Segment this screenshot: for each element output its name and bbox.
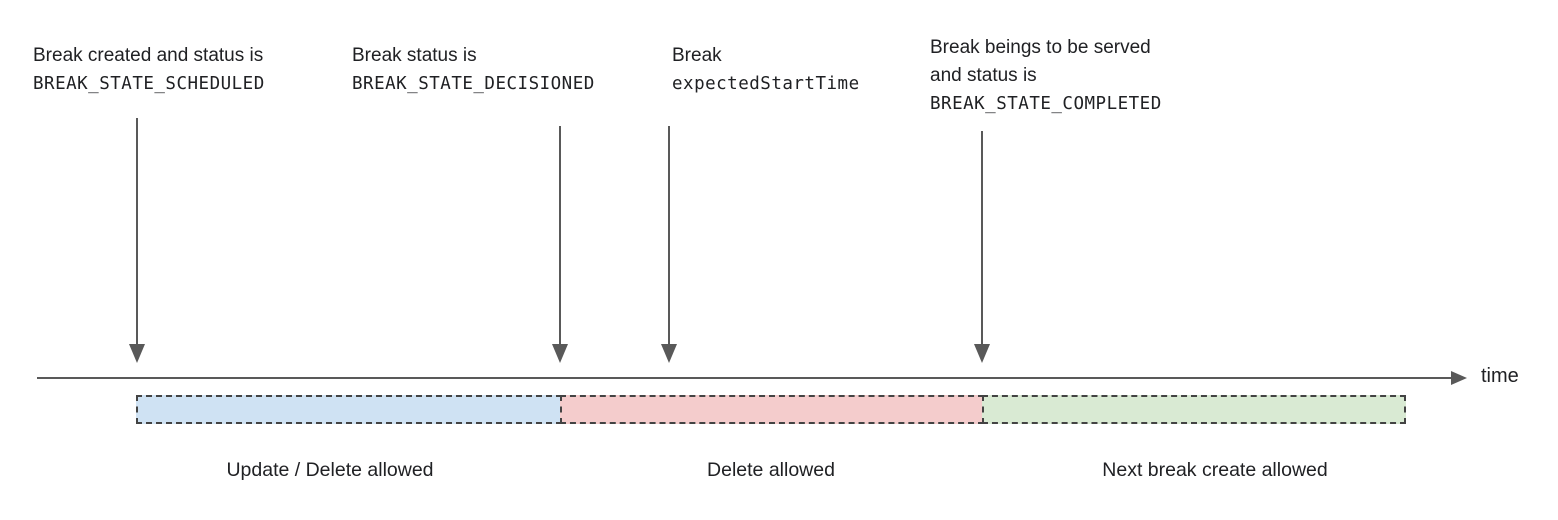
annotation-text: Break xyxy=(672,45,722,66)
annotation-break-completed: Break beings to be served and status is … xyxy=(930,34,1162,118)
segment-next-break-create-allowed xyxy=(982,395,1406,424)
arrowhead-icon xyxy=(129,344,145,363)
annotation-code-text: BREAK_STATE_DECISIONED xyxy=(352,74,595,94)
time-axis-label: time xyxy=(1481,365,1519,387)
annotation-text: Break status is xyxy=(352,45,477,66)
segment-delete-allowed xyxy=(560,395,984,424)
segment-caption: Update / Delete allowed xyxy=(226,459,434,481)
annotation-code-text: BREAK_STATE_COMPLETED xyxy=(930,94,1162,114)
down-arrow-icon xyxy=(552,126,568,363)
time-axis-arrowhead-icon xyxy=(1451,371,1467,385)
arrow-shaft xyxy=(668,126,670,348)
down-arrow-icon xyxy=(974,131,990,363)
arrow-shaft xyxy=(136,118,138,348)
down-arrow-icon xyxy=(129,118,145,363)
annotation-break-scheduled: Break created and status is BREAK_STATE_… xyxy=(33,42,265,98)
time-axis-line xyxy=(37,377,1453,379)
segment-caption: Delete allowed xyxy=(707,459,835,481)
arrow-shaft xyxy=(981,131,983,348)
segment-caption: Next break create allowed xyxy=(1102,459,1328,481)
annotation-code-text: BREAK_STATE_SCHEDULED xyxy=(33,74,265,94)
arrowhead-icon xyxy=(661,344,677,363)
annotation-code-text: expectedStartTime xyxy=(672,74,860,94)
arrowhead-icon xyxy=(974,344,990,363)
annotation-text: Break beings to be served xyxy=(930,37,1151,58)
annotation-expected-start-time: Break expectedStartTime xyxy=(672,42,860,98)
segment-update-delete-allowed xyxy=(136,395,562,424)
arrow-shaft xyxy=(559,126,561,348)
down-arrow-icon xyxy=(661,126,677,363)
annotation-break-decisioned: Break status is BREAK_STATE_DECISIONED xyxy=(352,42,595,98)
annotation-text: Break created and status is xyxy=(33,45,264,66)
annotation-text: and status is xyxy=(930,65,1037,86)
arrowhead-icon xyxy=(552,344,568,363)
